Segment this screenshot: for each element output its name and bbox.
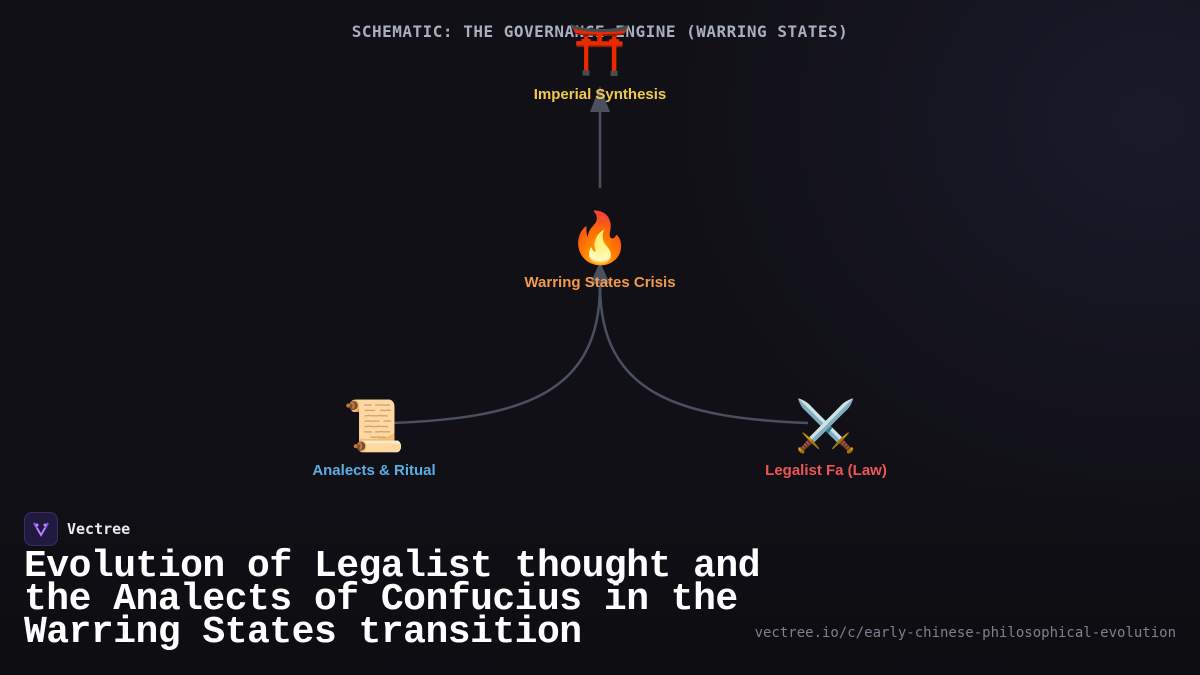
node-warring-states-crisis[interactable]: 🔥 Warring States Crisis [524, 210, 675, 291]
schematic-title: SCHEMATIC: THE GOVERNANCE ENGINE (WARRIN… [351, 22, 849, 41]
edge-legalist-to-crisis [598, 284, 809, 425]
torii-gate-icon: ⛩️ [568, 21, 632, 79]
node-label: Legalist Fa (Law) [765, 462, 887, 479]
scroll-icon: 📜 [342, 397, 406, 455]
arrowhead-crisis [590, 262, 610, 284]
node-label: Warring States Crisis [524, 274, 676, 291]
crossed-swords-icon: ⚔️ [794, 397, 858, 455]
brand-name: Vectree [67, 520, 131, 538]
node-analects-ritual[interactable]: 📜 Analects & Ritual [312, 398, 435, 479]
node-legalist-fa[interactable]: ⚔️ Legalist Fa (Law) [765, 398, 887, 479]
headline: Evolution of Legalist thought and the An… [24, 545, 761, 654]
vectree-logo-icon [24, 512, 58, 546]
fire-icon: 🔥 [568, 209, 632, 267]
node-label: Analects & Ritual [312, 462, 436, 479]
edge-analects-to-crisis [391, 284, 602, 425]
node-label: Imperial Synthesis [533, 86, 667, 103]
page-url[interactable]: vectree.io/c/early-chinese-philosophical… [754, 625, 1176, 641]
arrowhead-imperial [590, 86, 610, 112]
brand[interactable]: Vectree [24, 512, 130, 546]
node-imperial-synthesis[interactable]: ⛩️ Imperial Synthesis [534, 22, 667, 103]
